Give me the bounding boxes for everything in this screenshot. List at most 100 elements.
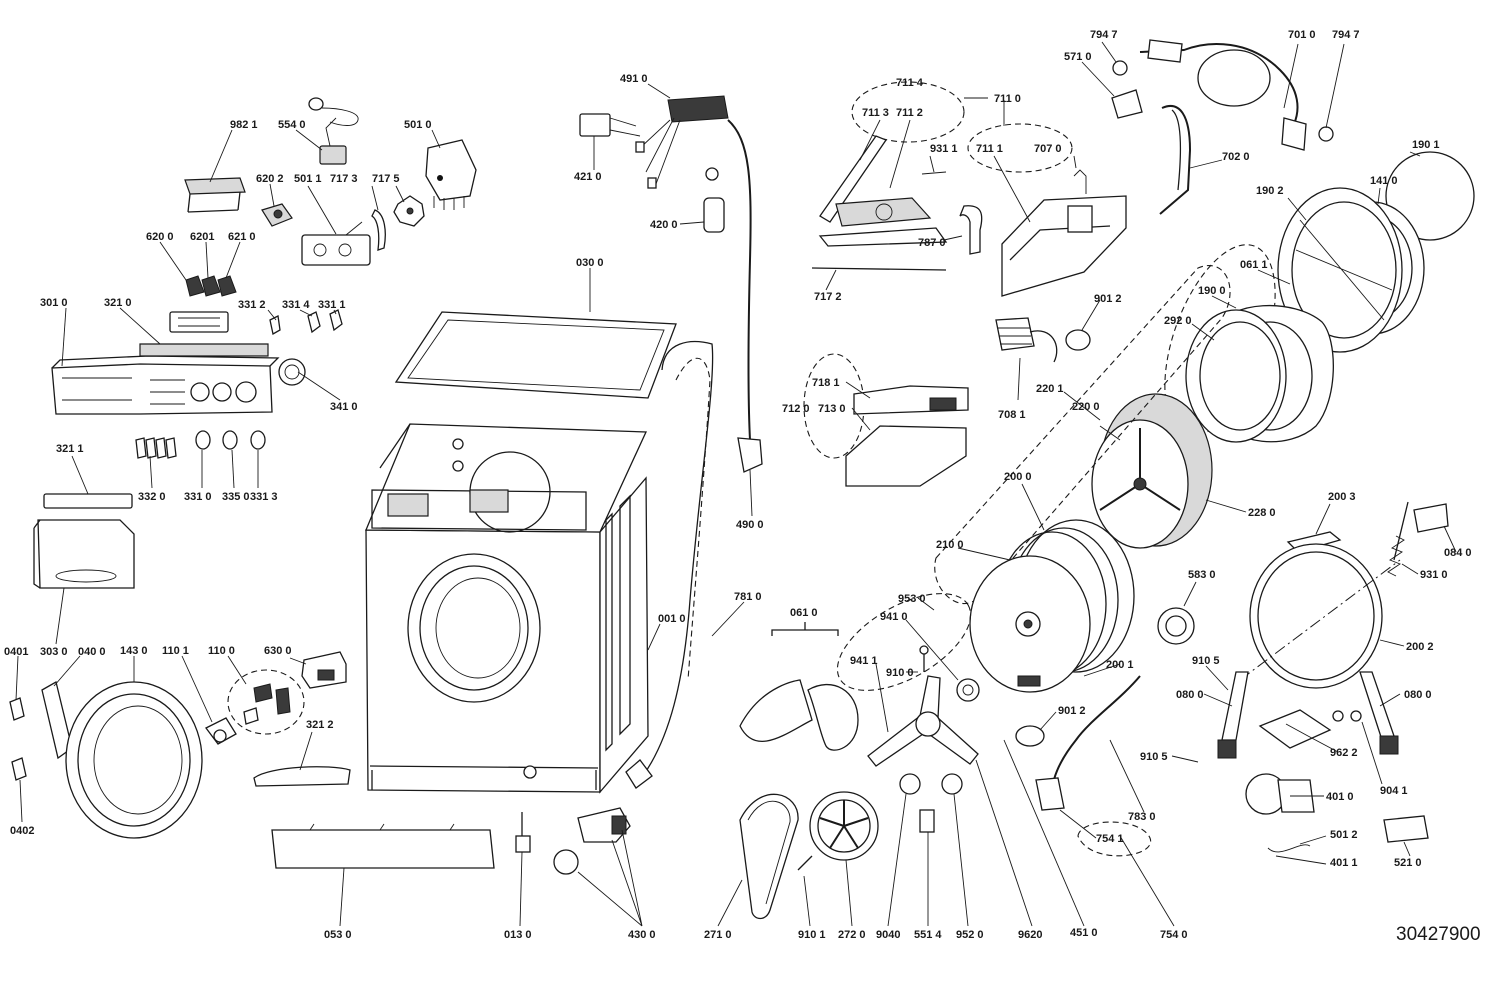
part-200-2-rear-tub-half — [1239, 543, 1401, 689]
label-190-1: 190 1 — [1412, 139, 1440, 151]
part-341-0-ring — [278, 358, 306, 386]
part-702-0-hose — [1159, 105, 1192, 215]
label-200-2: 200 2 — [1406, 641, 1434, 653]
label-331-2: 331 2 — [238, 299, 266, 311]
part-718-1-drawer-inserts — [803, 353, 969, 487]
label-962-2: 962 2 — [1330, 747, 1358, 759]
part-701-0-inlet-hose — [1139, 39, 1307, 151]
label-030-0: 030 0 — [576, 257, 604, 269]
label-620-0: 620 0 — [146, 231, 174, 243]
part-501-0-motor-capacitor — [425, 139, 477, 210]
part-220-0-drum — [1091, 393, 1213, 549]
label-982-1: 982 1 — [230, 119, 258, 131]
part-110-1-handle — [205, 717, 237, 745]
label-794-7-a: 794 7 — [1090, 29, 1118, 41]
part-717-5-gear — [393, 195, 425, 227]
part-0402-bracket — [11, 757, 27, 781]
label-571-0: 571 0 — [1064, 51, 1092, 63]
label-084-0: 084 0 — [1444, 547, 1472, 559]
label-491-0: 491 0 — [620, 73, 648, 85]
label-713-0: 713 0 — [818, 403, 846, 415]
label-910-1: 910 1 — [798, 929, 826, 941]
label-110-1: 110 1 — [162, 645, 189, 657]
part-717-3-clip — [371, 209, 386, 251]
label-190-0: 190 0 — [1198, 285, 1226, 297]
label-501-1: 501 1 — [294, 173, 322, 185]
part-794-7-washer-b — [1318, 126, 1334, 142]
label-707-0: 707 0 — [1034, 143, 1062, 155]
label-0401: 0401 — [4, 646, 28, 658]
part-143-0-door-ring — [65, 681, 203, 839]
part-013-0-foot — [515, 812, 531, 853]
label-910-5-b: 910 5 — [1140, 751, 1168, 763]
label-420-0: 420 0 — [650, 219, 678, 231]
label-931-0: 931 0 — [1420, 569, 1448, 581]
part-9040-bushing — [899, 773, 921, 795]
label-620-2: 620 2 — [256, 173, 284, 185]
part-053-0-plinth — [271, 823, 495, 869]
part-501-1-relay-board — [301, 221, 371, 266]
part-210-0-tub-group — [934, 265, 1231, 605]
part-401-0-drain-pump — [1245, 773, 1315, 815]
label-200-0: 200 0 — [1004, 471, 1032, 483]
label-701-0: 701 0 — [1288, 29, 1316, 41]
part-421-0-filter — [579, 113, 641, 137]
label-143-0: 143 0 — [120, 645, 148, 657]
label-711-3: 711 3 — [862, 107, 889, 119]
part-754-0-drain-hose — [1035, 675, 1152, 857]
part-620-2-switch — [261, 203, 293, 227]
label-953-0: 953 0 — [898, 593, 926, 605]
label-0402: 0402 — [10, 825, 34, 837]
label-200-3: 200 3 — [1328, 491, 1356, 503]
label-621-0: 621 0 — [228, 231, 256, 243]
part-953-0-seal-group — [836, 593, 972, 691]
label-754-1: 754 1 — [1096, 833, 1124, 845]
label-910-0: 910 0 — [886, 667, 914, 679]
part-910-0-bolt — [919, 645, 929, 672]
label-711-1: 711 1 — [976, 143, 1003, 155]
label-141-0: 141 0 — [1370, 175, 1398, 187]
label-001-0: 001 0 — [658, 613, 686, 625]
label-220-0: 220 0 — [1072, 401, 1100, 413]
label-301-0: 301 0 — [40, 297, 68, 309]
part-711-4-group — [818, 81, 965, 247]
part-491-0-terminal-block — [635, 95, 729, 189]
label-717-5: 717 5 — [372, 173, 400, 185]
label-702-0: 702 0 — [1222, 151, 1250, 163]
label-711-4: 711 4 — [896, 77, 924, 89]
part-110-0-lock-kit — [227, 669, 305, 735]
part-931-0-spring — [1387, 535, 1405, 577]
label-901-2-a: 901 2 — [1094, 293, 1122, 305]
part-630-0-door-lock — [301, 651, 347, 689]
part-941-0-bearing — [956, 678, 980, 702]
part-941-1-spider — [867, 675, 979, 767]
leader-lines — [15, 41, 1457, 927]
label-421-0: 421 0 — [574, 171, 602, 183]
part-490-0-power-cord — [727, 119, 763, 473]
part-931-1-spring — [921, 171, 947, 175]
part-787-0-hose — [959, 205, 983, 255]
label-272-0: 272 0 — [838, 929, 866, 941]
label-080-0-a: 080 0 — [1176, 689, 1204, 701]
part-620-0-knobs — [185, 275, 237, 297]
part-190-2-ring — [1277, 187, 1403, 353]
part-080-0-shock-absorbers — [1217, 671, 1399, 759]
part-583-0-sensor — [1157, 607, 1195, 645]
part-910-1-bolt — [797, 855, 813, 871]
part-430-0-drain-pump — [553, 807, 631, 875]
label-630-0: 630 0 — [264, 645, 292, 657]
part-271-0-belt — [739, 793, 799, 920]
part-303-0-detergent-drawer — [33, 519, 135, 589]
part-708-1-bellows — [995, 317, 1058, 363]
part-301-0-control-panel — [51, 343, 280, 415]
label-303-0: 303 0 — [40, 646, 68, 658]
part-084-0-heater-connector — [1393, 501, 1449, 561]
label-9040: 9040 — [876, 929, 900, 941]
label-190-2: 190 2 — [1256, 185, 1284, 197]
part-200-0-rear-tub — [969, 519, 1135, 693]
label-931-1: 931 1 — [930, 143, 958, 155]
part-0401-bracket — [9, 697, 25, 721]
label-501-0: 501 0 — [404, 119, 432, 131]
label-321-0: 321 0 — [104, 297, 132, 309]
